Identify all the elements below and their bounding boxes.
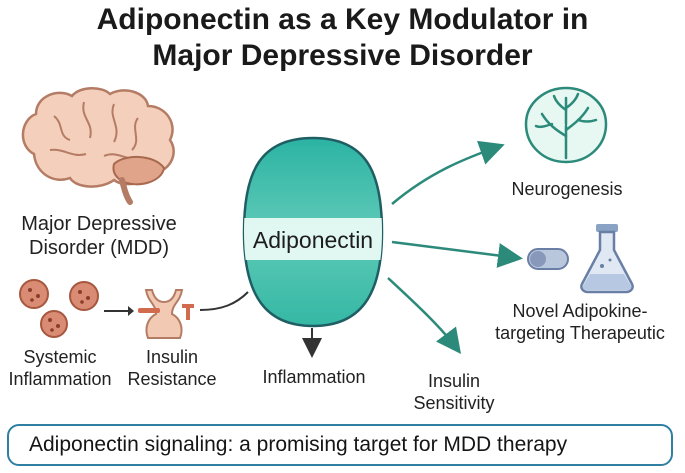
receptor-icon: [138, 289, 194, 339]
insulin-resistance-line-2: Resistance: [127, 369, 217, 389]
neuron-tree-icon: [524, 86, 608, 164]
systemic-inflammation-line-1: Systemic: [23, 347, 97, 367]
caption-box: Adiponectin signaling: a promising targe…: [7, 424, 673, 466]
pill-icon: [527, 248, 569, 270]
inflammation-label: Inflammation: [262, 367, 366, 387]
therapeutic-label: Novel Adipokine- targeting Therapeutic: [478, 300, 682, 344]
flask-icon: [580, 224, 634, 294]
insulin-resistance-label: Insulin Resistance: [120, 346, 224, 390]
therapeutic-label-line-2: targeting Therapeutic: [495, 323, 665, 343]
neurogenesis-label: Neurogenesis: [511, 179, 623, 199]
caption-text: Adiponectin signaling: a promising targe…: [29, 433, 568, 456]
therapeutic-label-line-1: Novel Adipokine-: [512, 301, 648, 321]
title-line-2: Major Depressive Disorder: [152, 39, 533, 72]
blood-cell-icon: [19, 279, 99, 338]
systemic-inflammation-label: Systemic Inflammation: [2, 346, 118, 390]
mdd-label-line-1: Major Depressive: [21, 213, 177, 235]
brain-icon: [21, 87, 175, 205]
insulin-sensitivity-line-1: Insulin: [427, 371, 481, 391]
mdd-label-line-2: Disorder (MDD): [29, 237, 169, 259]
insulin-sensitivity-label: Insulin Sensitivity: [402, 370, 506, 414]
systemic-inflammation-line-2: Inflammation: [8, 369, 112, 389]
arrow-to-therapeutic: [391, 240, 523, 268]
arrow-to-neurogenesis: [391, 140, 505, 205]
arrow-to-insulin-sensitivity: [387, 277, 462, 354]
title-line-1: Adiponectin as a Key Modulator in: [96, 3, 589, 36]
adiponectin-label: Adiponectin: [252, 227, 374, 253]
arrow-to-insulin-resistance: [104, 306, 134, 316]
adiponectin-hub: [242, 136, 384, 328]
insulin-resistance-line-1: Insulin: [145, 347, 199, 367]
mdd-label: Major Depressive Disorder (MDD): [4, 212, 194, 260]
insulin-sensitivity-line-2: Sensitivity: [413, 393, 495, 413]
insulin-resistance-connector: [199, 291, 249, 311]
